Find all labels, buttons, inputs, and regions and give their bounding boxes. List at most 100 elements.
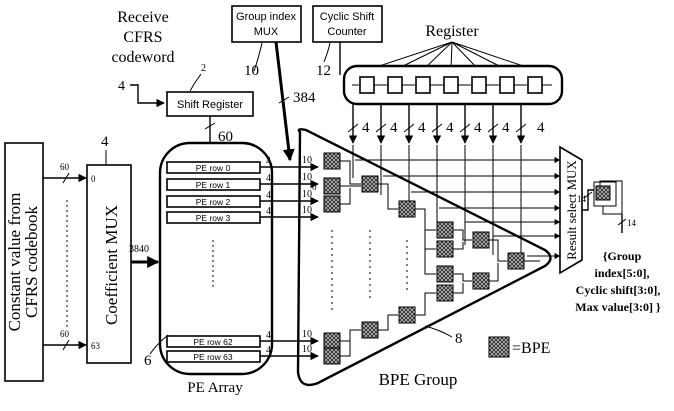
bpe-legend-label: =BPE [512, 340, 550, 357]
bpe-node [323, 347, 341, 365]
mux-input-bottom-slash [62, 339, 70, 351]
group-index-width: 384 [293, 90, 316, 106]
shift-register-ref: 2 [201, 63, 206, 74]
bpe-node [361, 175, 379, 193]
bpe-node [436, 284, 454, 302]
result-mux-slash [583, 191, 593, 199]
bpe-group-ref: 8 [455, 331, 463, 347]
bpe-node [361, 321, 379, 339]
bpe-in-width: 10 [302, 205, 312, 216]
receive-width-label: 4 [118, 79, 125, 94]
result-text-line: index[5:0], [595, 266, 650, 280]
bpe-in-width-labels: 10 10 10 10 10 10 0 [302, 155, 317, 355]
register-width-label: 4 [474, 120, 482, 136]
cyclic-shift-line-2: Counter [327, 26, 366, 38]
mux-index-top: 0 [91, 174, 96, 184]
result-output-slash [617, 218, 627, 226]
bpe-in-width: 10 [302, 155, 312, 166]
mux-input-bottom-width: 60 [60, 329, 70, 339]
pe-row-width: 4 [266, 190, 271, 201]
bpe-side-zero: 0 [312, 182, 317, 192]
result-width-1: 14 [577, 194, 587, 204]
bpe-node [398, 306, 416, 324]
result-width-2: 14 [627, 218, 637, 228]
register-width-label: 4 [537, 120, 545, 136]
mux-index-bottom: 63 [91, 341, 101, 351]
bpe-in-width: 10 [302, 329, 312, 340]
bpe-node [507, 252, 525, 270]
register-width-label: 4 [390, 120, 398, 136]
shift-register-label: Shift Register [177, 99, 243, 111]
register-width-labels: 4 4 4 4 4 4 4 [362, 120, 545, 136]
shift-out-width: 60 [218, 129, 233, 145]
pe-row-62-label: PE row 62 [193, 337, 232, 347]
register-outputs [347, 104, 527, 144]
bpe-node [323, 152, 341, 170]
bpe-node [323, 332, 341, 350]
pe-row-width: 4 [266, 330, 271, 341]
constant-value-line-2: CFRS codebook [22, 206, 41, 318]
register-width-label: 4 [446, 120, 454, 136]
register-width-label: 4 [502, 120, 510, 136]
result-register [593, 181, 617, 207]
register-width-label: 4 [362, 120, 370, 136]
result-text-line: {Group [603, 249, 642, 263]
mux-input-top-slash [62, 172, 70, 184]
bpe-links-mid [424, 230, 436, 275]
pe-row-1-label: PE row 1 [196, 180, 231, 190]
mux-input-top-width: 60 [60, 162, 70, 172]
pe-array-leader [149, 334, 169, 355]
pe-row-width: 4 [266, 206, 271, 217]
constant-value-box [4, 142, 44, 382]
bpe-node [323, 177, 341, 195]
coefficient-bus-width: 3840 [129, 244, 149, 255]
bpe-in-width: 10 [302, 344, 312, 355]
coefficient-mux-ref: 4 [101, 134, 109, 150]
pe-row-2-label: PE row 2 [196, 197, 231, 207]
register-distribution-lines [352, 145, 522, 262]
coefficient-mux-label: Coefficient MUX [102, 205, 121, 325]
register-cell [359, 76, 375, 94]
result-mux-shape [559, 145, 583, 275]
register-cell [471, 76, 487, 94]
receive-line-1: Receive [117, 9, 169, 26]
group-index-ref: 10 [244, 63, 259, 79]
shift-register-leader [189, 73, 202, 92]
pe-row-width-labels: 4 4 4 4 4 4 [266, 156, 271, 356]
bpe-in-width: 10 [302, 189, 312, 200]
result-text: {Group index[5:0], Cyclic shift[3:0], Ma… [575, 249, 661, 314]
register-cell [499, 76, 515, 94]
bpe-node [436, 240, 454, 258]
bpe-ellipses [331, 230, 408, 310]
cyclic-shift-line-1: Cyclic Shift [320, 11, 374, 23]
receive-to-shift-arrow [130, 84, 165, 108]
pe-array-ref: 6 [144, 353, 152, 369]
register-cell [527, 76, 543, 94]
group-index-leader [253, 42, 263, 72]
receive-line-3: codeword [111, 49, 174, 66]
pe-row-width: 4 [266, 345, 271, 356]
shift-out-slash [204, 122, 216, 130]
register-width-label: 4 [418, 120, 426, 136]
result-text-line: Max value[3:0] } [575, 300, 661, 314]
register-cell [443, 76, 459, 94]
pe-row-63-label: PE row 63 [193, 352, 232, 362]
pe-row-3-label: PE row 3 [196, 213, 231, 223]
coefficient-mux-box [86, 164, 132, 364]
group-index-mux-line-1: Group index [236, 11, 296, 23]
cyclic-shift-counter-box [312, 5, 383, 43]
result-bpe [595, 185, 611, 201]
pe-row-width: 4 [266, 173, 271, 184]
bpe-node [398, 200, 416, 218]
pe-row-outputs [260, 162, 319, 361]
bpe-group-outline [296, 128, 552, 387]
cyclic-shift-leader [323, 42, 331, 63]
bpe-tree [323, 152, 540, 365]
result-text-line: Cyclic shift[3:0], [576, 283, 661, 297]
register-cell [415, 76, 431, 94]
register-cell [387, 76, 403, 94]
bpe-node [436, 221, 454, 239]
receive-line-2: CFRS [123, 29, 162, 46]
result-mux-label: Result select MUX [564, 160, 579, 260]
